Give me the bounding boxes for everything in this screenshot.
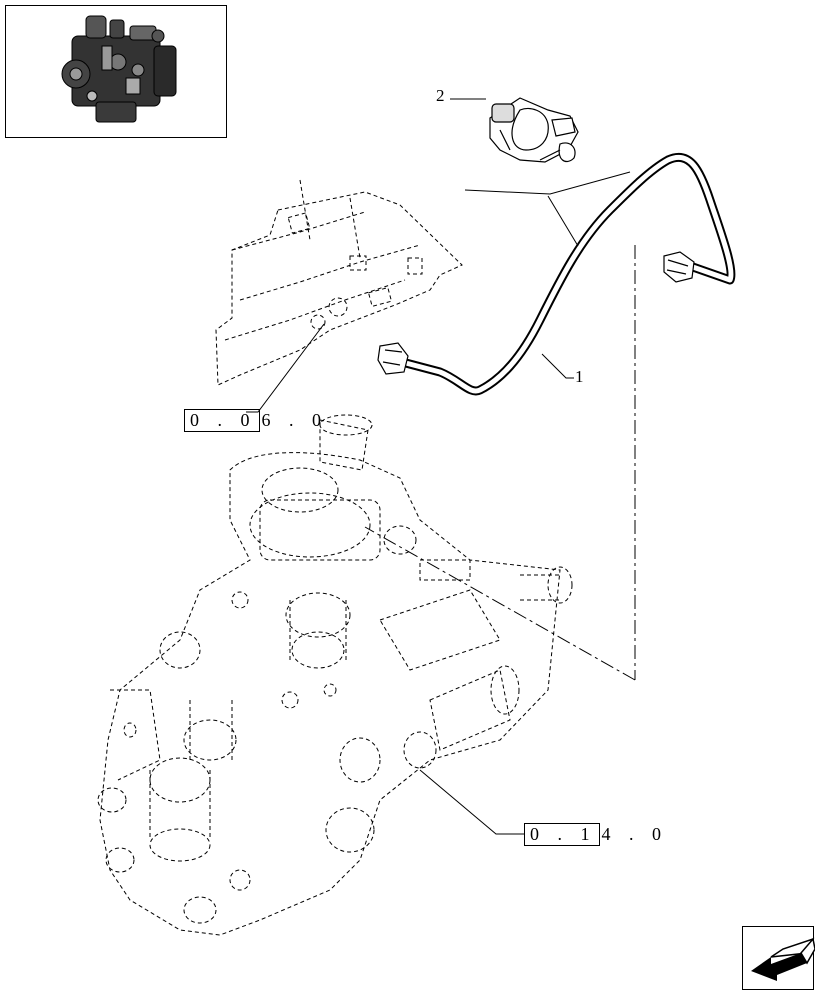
leader-lines: [246, 98, 636, 835]
fuel-pipe: [377, 153, 736, 396]
injection-pump: [97, 414, 573, 936]
callout-item-1: 1: [575, 367, 584, 386]
arrow-left-icon: [751, 937, 815, 981]
cylinder-head-bracket: [215, 179, 463, 386]
reference-0-06-0-rest: 6 . 0: [261, 410, 328, 430]
engine-thumbnail: [5, 5, 227, 138]
pipe-clamp: [489, 97, 579, 163]
engine-thumbnail-icon: [61, 15, 177, 123]
callout-item-2: 2: [436, 86, 445, 105]
previous-page-button[interactable]: [742, 926, 815, 990]
reference-0-06-0-boxed: 0 . 0: [184, 409, 260, 432]
reference-0-14-0-boxed: 0 . 1: [524, 823, 600, 846]
reference-0-14-0-rest: 4 . 0: [601, 824, 668, 844]
